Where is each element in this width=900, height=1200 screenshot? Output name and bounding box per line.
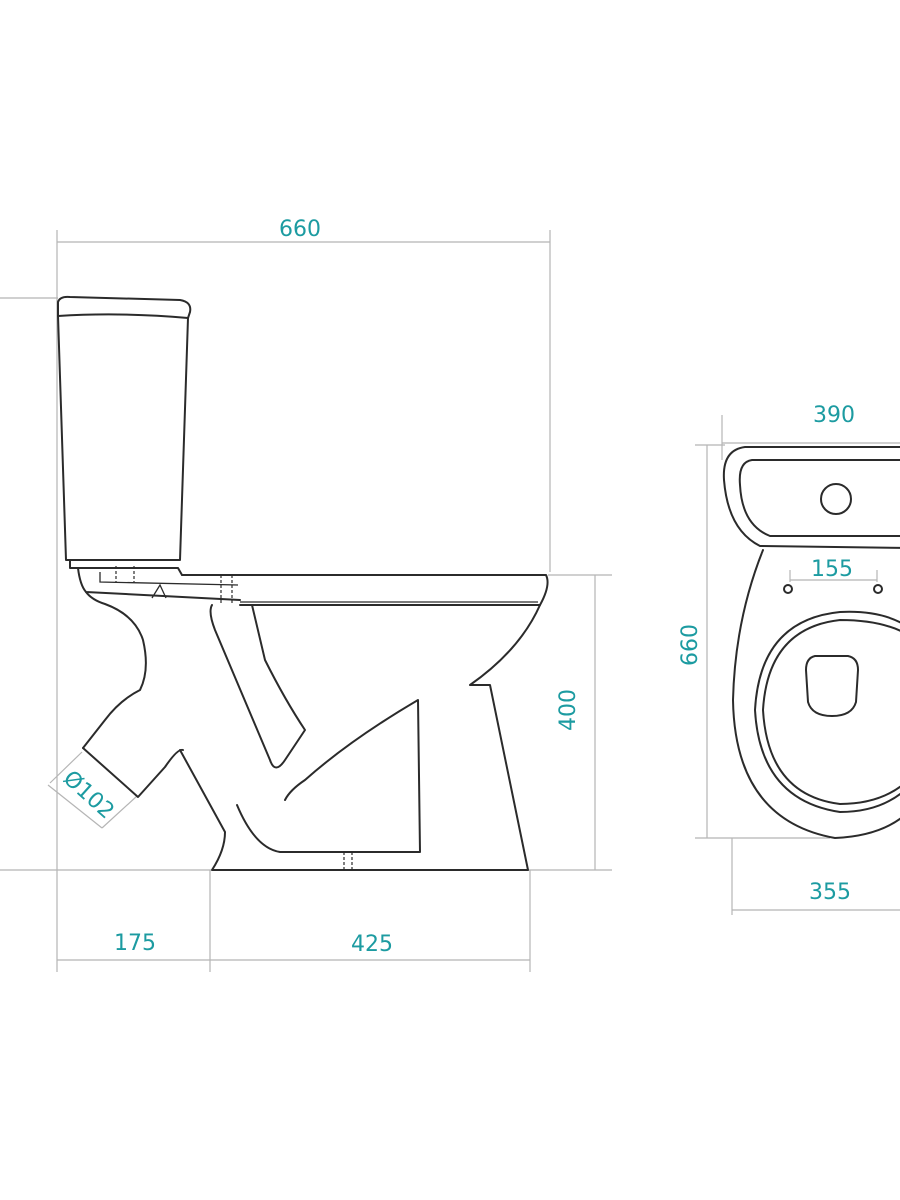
side-view-dimension-lines <box>0 230 612 972</box>
bowl-opening <box>805 655 859 717</box>
outlet-offset-label: 175 <box>114 931 156 956</box>
seat-inner <box>762 619 900 805</box>
seat-outer <box>754 610 900 813</box>
tank-top-inner <box>738 459 900 537</box>
pedestal <box>179 604 541 871</box>
overall-depth-label: 660 <box>678 624 703 666</box>
toilet-top-view <box>722 446 900 839</box>
trap-channel <box>209 604 306 769</box>
bowl-inner <box>236 699 421 853</box>
tank-width-label: 390 <box>813 403 855 428</box>
tank-top-outer <box>722 446 900 549</box>
bowl-width-label: 355 <box>809 880 851 905</box>
trap-back <box>82 591 147 749</box>
bowl-outline <box>732 549 900 839</box>
seat-hole-left <box>783 584 793 594</box>
tank-body <box>57 315 189 561</box>
outlet-diameter-label: Ø102 <box>58 766 119 824</box>
outlet-pipe <box>82 747 184 798</box>
top-view-dimension-lines <box>695 415 900 915</box>
toilet-side-view <box>57 295 549 871</box>
base-length-label: 425 <box>351 932 393 957</box>
overall-length-label: 660 <box>279 217 321 242</box>
tank-lid <box>57 295 192 319</box>
height-label: 400 <box>556 689 581 731</box>
tank-base <box>69 559 183 576</box>
flush-button <box>820 483 852 515</box>
seat-hole-right <box>873 584 883 594</box>
seat-hole-spacing-label: 155 <box>811 557 853 582</box>
